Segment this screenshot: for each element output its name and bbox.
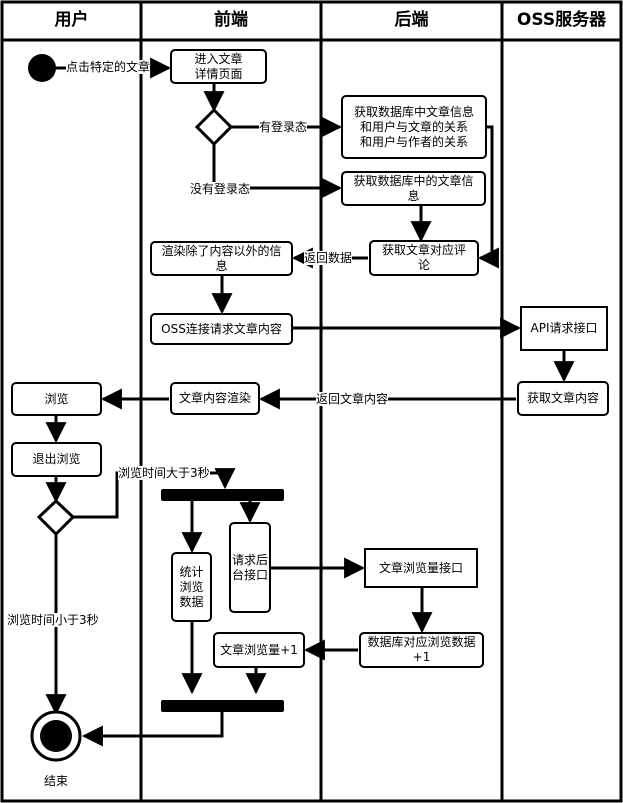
start-node bbox=[28, 54, 56, 82]
get-comments-node: 获取文章对应评 论 bbox=[369, 240, 479, 276]
get-info-relations-node: 获取数据库中文章信息 和用户与文章的关系 和用户与作者的关系 bbox=[341, 95, 487, 159]
view-count-api-node: 文章浏览量接口 bbox=[364, 548, 478, 588]
exit-browse-node: 退出浏览 bbox=[11, 442, 102, 477]
lane-title-frontend: 前端 bbox=[214, 10, 248, 30]
oss-request-node: OSS连接请求文章内容 bbox=[150, 313, 293, 345]
edge-label-click-article: 点击特定的文章 bbox=[66, 60, 151, 74]
edge-label-return-data: 返回数据 bbox=[304, 251, 353, 265]
lane-title-oss: OSS服务器 bbox=[516, 10, 607, 30]
render-except-content-node: 渲染除了内容以外的信 息 bbox=[150, 241, 293, 276]
edge-label-under-3s: 浏览时间小于3秒 bbox=[7, 613, 99, 627]
fork-bar bbox=[161, 489, 284, 501]
lane-title-backend: 后端 bbox=[394, 10, 429, 30]
render-content-node: 文章内容渲染 bbox=[170, 382, 260, 415]
browse-time-decision bbox=[36, 498, 76, 537]
db-view-data-node: 数据库对应浏览数据 +1 bbox=[359, 632, 484, 668]
request-backend-node: 请求后 台接口 bbox=[229, 522, 271, 613]
count-browse-data-node: 统计 浏览 数据 bbox=[171, 552, 212, 622]
get-article-info-node: 获取数据库中的文章信 息 bbox=[341, 171, 486, 206]
login-decision bbox=[194, 107, 234, 147]
edge-label-return-content: 返回文章内容 bbox=[316, 392, 389, 406]
end-node-inner bbox=[40, 720, 72, 752]
api-interface-node: API请求接口 bbox=[520, 306, 608, 351]
lane-title-user: 用户 bbox=[54, 10, 89, 30]
edge-label-logged-in: 有登录态 bbox=[259, 120, 308, 134]
get-content-node: 获取文章内容 bbox=[517, 381, 609, 416]
enter-detail-node: 进入文章 详情页面 bbox=[170, 49, 267, 84]
edge-label-over-3s: 浏览时间大于3秒 bbox=[118, 466, 210, 480]
join-bar bbox=[161, 700, 284, 712]
view-plus-one-node: 文章浏览量+1 bbox=[213, 632, 305, 668]
browse-node: 浏览 bbox=[11, 382, 102, 416]
connectors bbox=[45, 57, 575, 747]
end-label: 结束 bbox=[44, 774, 69, 788]
edge-label-not-logged-in: 没有登录态 bbox=[190, 182, 251, 196]
